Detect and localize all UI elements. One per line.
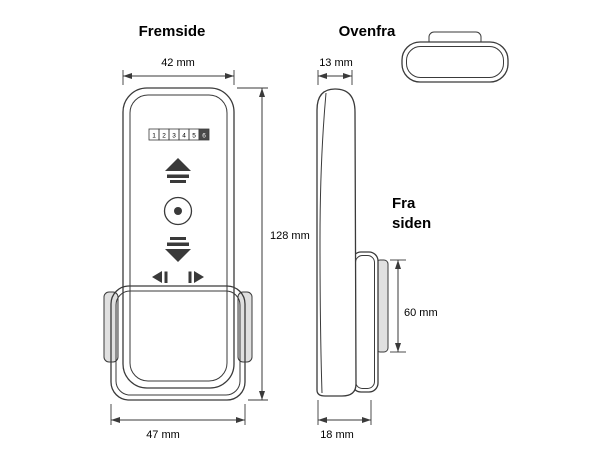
channel-number: 1 — [152, 133, 156, 140]
channel-indicator: 1 2 3 4 5 6 — [148, 128, 210, 141]
side-view-face-line — [319, 92, 327, 394]
up-button-icon — [165, 158, 191, 183]
channel-box-selected — [198, 128, 210, 141]
top-view-body — [401, 41, 509, 83]
channel-number: 2 — [162, 133, 166, 140]
top-view-outline — [401, 31, 509, 83]
channel-number: 3 — [172, 133, 176, 140]
top-view-title: Ovenfra — [339, 23, 396, 40]
left-step-icon — [152, 271, 168, 283]
bottom-width-dimension-label: 47 mm — [146, 429, 180, 441]
channel-number: 6 — [202, 133, 206, 140]
channel-number: 4 — [182, 133, 186, 140]
front-view-title: Fremside — [139, 23, 206, 40]
my-button — [163, 196, 193, 226]
top-view-inner-line — [406, 46, 504, 78]
channel-number: 5 — [192, 133, 196, 140]
remote-body — [122, 87, 235, 389]
height-dimension-label: 128 mm — [270, 230, 310, 242]
side-view-title-line2: siden — [392, 215, 431, 232]
down-button-icon — [165, 237, 191, 262]
side-view-body — [316, 88, 357, 397]
holder-outline — [110, 285, 246, 401]
bottom-depth-dimension-label: 18 mm — [320, 429, 354, 441]
side-depth-dimension-label: 13 mm — [319, 57, 353, 69]
clip-height-dimension-label: 60 mm — [404, 307, 438, 319]
remote-faceplate — [129, 94, 228, 382]
side-view-title-line1: Fra — [392, 195, 416, 212]
holder-inner-line — [115, 290, 241, 396]
top-width-dimension-label: 42 mm — [161, 57, 195, 69]
right-step-icon — [188, 271, 204, 283]
